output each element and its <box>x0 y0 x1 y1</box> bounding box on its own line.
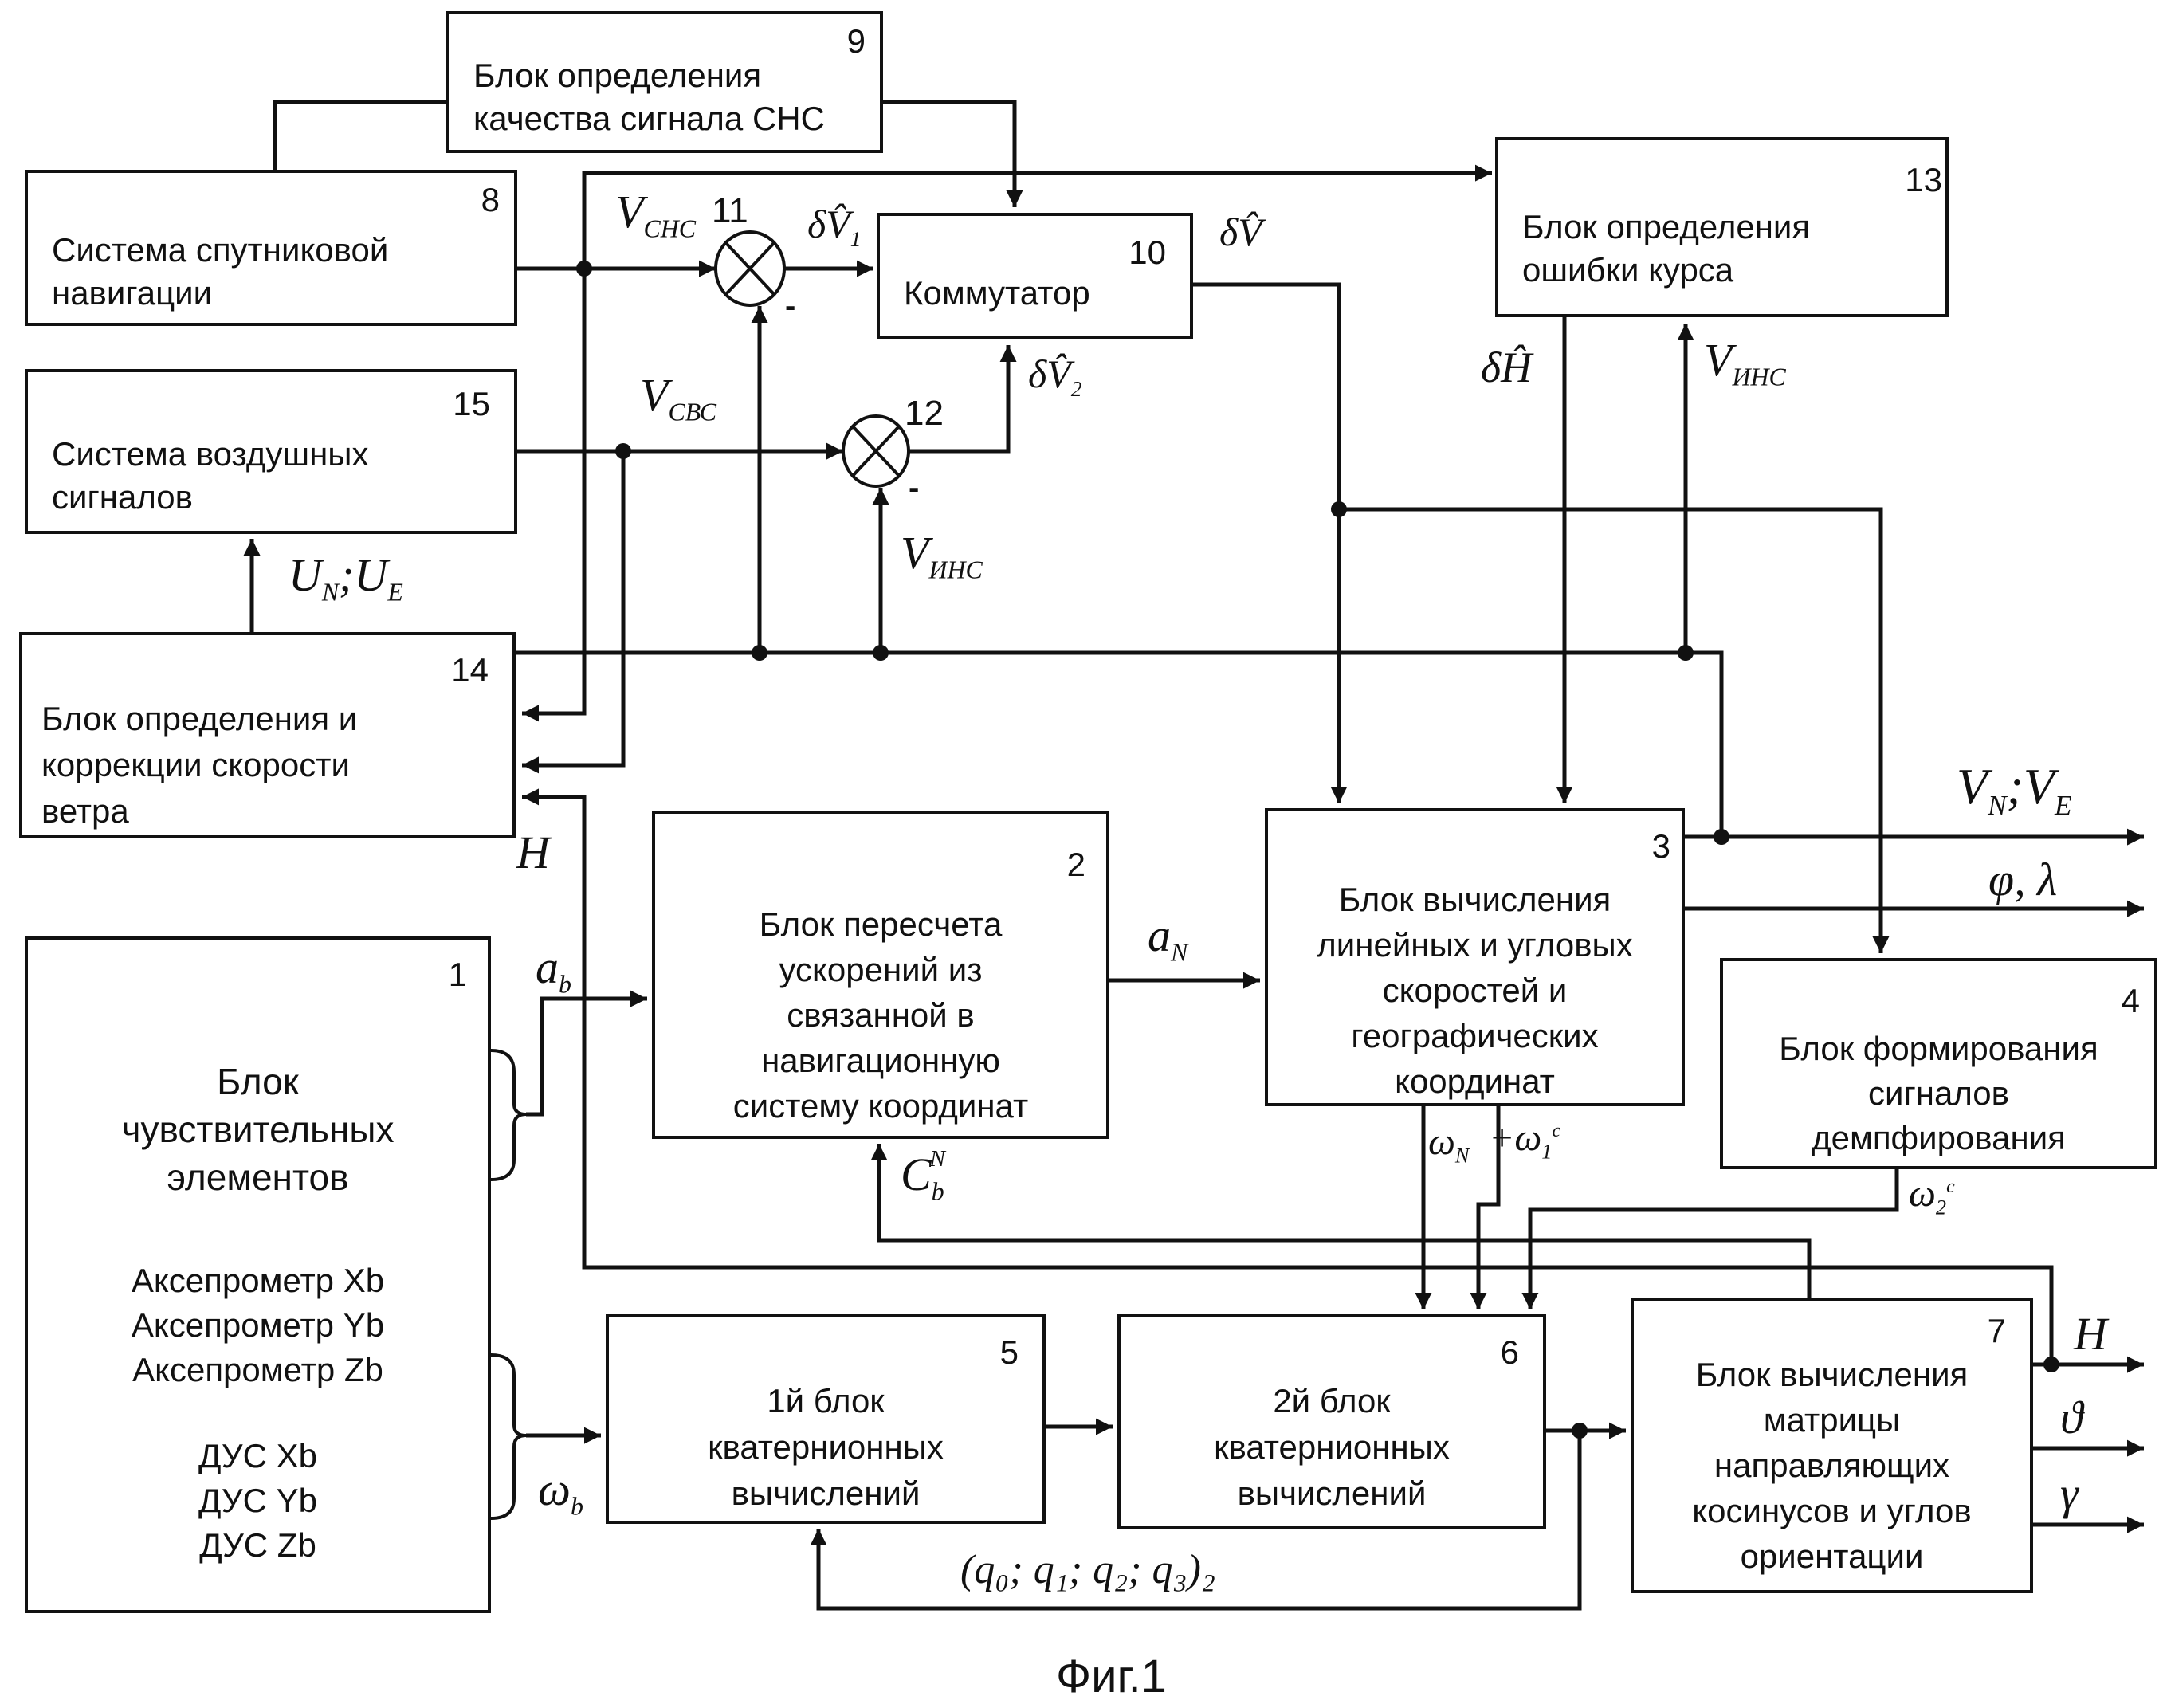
block-number: 15 <box>453 385 490 422</box>
block-2-acceleration-transform: 2 Блок пересчета ускорений из связанной … <box>652 811 1109 1139</box>
wire-omega2-to-6 <box>1521 1169 1899 1309</box>
wire-cbn-to-2 <box>870 1144 1812 1298</box>
label-quaternion: (q₀; q₁; q₂; q₃)₂ <box>960 1547 1215 1592</box>
block-number: 8 <box>481 181 500 218</box>
block-8-satellite-navigation: 8 Система спутниковой навигации <box>25 170 517 326</box>
label-v-ins-13: VИНС <box>1704 334 1786 391</box>
label-v-ins-summator: VИНС <box>901 527 983 584</box>
label-a-n: aN <box>1148 909 1188 967</box>
label-a-b: ab <box>536 941 571 999</box>
block-label: Блок вычисления линейных и угловых скоро… <box>1317 881 1633 1100</box>
block-9-gnss-signal-quality: 9 Блок определения качества сигнала СНС <box>446 11 883 153</box>
block-number: 4 <box>2121 982 2140 1019</box>
block-number: 14 <box>451 651 489 689</box>
wire-dv2-to-10 <box>909 345 1017 454</box>
label-un-ue: UN;UE <box>289 549 403 607</box>
label-dv1: δV̂1 <box>807 202 862 251</box>
block-10-commutator: 10 Коммутатор <box>877 213 1193 339</box>
summator-12-minus: - <box>909 470 920 505</box>
brace-gyros <box>490 1353 527 1520</box>
block-7-direction-cosines: 7 Блок вычисления матрицы направляющих к… <box>1631 1298 2033 1593</box>
label-dv2: δV̂2 <box>1028 351 1082 401</box>
block-label: Блок определения качества сигнала СНС <box>473 57 825 137</box>
block-number: 13 <box>1905 161 1942 198</box>
block-5-first-quaternion: 5 1й блок кватернионных вычислений <box>606 1314 1046 1524</box>
junction-dot <box>1331 501 1347 517</box>
wire-quat-feedback <box>810 1431 1582 1611</box>
label-c-bn: CbN <box>901 1145 945 1206</box>
summator-12-number: 12 <box>905 394 944 433</box>
label-dv: δV̂ <box>1219 210 1262 254</box>
label-omega-b: ωb <box>538 1463 583 1521</box>
summator-11-minus: - <box>785 289 796 324</box>
summator-11 <box>714 230 786 307</box>
block-label: Блок вычисления матрицы направляющих кос… <box>1692 1356 1972 1575</box>
wire-vins-bus <box>516 650 1724 837</box>
junction-dot <box>752 645 767 661</box>
label-v-snc: VСНС <box>615 186 697 243</box>
block-label: Система воздушных сигналов <box>52 435 369 516</box>
label-omega-n: ωN <box>1428 1121 1470 1168</box>
wire-dv-to-4 <box>1339 507 1890 953</box>
wire-dv-to-3 <box>1193 282 1348 803</box>
block-label: 2й блок кватернионных вычислений <box>1214 1382 1450 1512</box>
summator-11-number: 11 <box>712 191 748 230</box>
block-number: 9 <box>846 22 866 60</box>
summator-12 <box>842 414 910 488</box>
junction-dot <box>1678 645 1694 661</box>
block-number: 5 <box>999 1333 1019 1371</box>
label-h-out: H <box>2074 1308 2107 1360</box>
wire-omega1-to-6 <box>1470 1106 1501 1309</box>
block-4-damping-signals: 4 Блок формирования сигналов демпфирован… <box>1720 958 2157 1169</box>
label-v-svc: VСВС <box>640 369 716 426</box>
block-number: 6 <box>1500 1333 1519 1371</box>
label-vn-ve: VN;VE <box>1957 758 2072 821</box>
label-gamma: γ <box>2060 1467 2079 1519</box>
wire-9-to-10 <box>883 100 1023 207</box>
block-label: Блок формирования сигналов демпфирования <box>1779 1030 2098 1156</box>
label-dh: δĤ <box>1481 344 1533 391</box>
wire-vsvc-to-14 <box>522 451 626 774</box>
block-label: Блок определения и коррекции скорости ве… <box>41 700 358 830</box>
block-13-heading-error: 13 Блок определения ошибки курса <box>1495 137 1949 317</box>
block-3-velocity-coordinates: 3 Блок вычисления линейных и угловых ско… <box>1265 808 1685 1106</box>
wire-h-to-14 <box>522 788 2054 1364</box>
figure-caption: Фиг.1 <box>1056 1651 1167 1702</box>
block-number: 2 <box>1066 846 1085 883</box>
label-omega1: +ω1c <box>1489 1117 1561 1164</box>
block-label: Система спутниковой навигации <box>52 231 389 312</box>
block-1-sensor-unit: 1 Блок чувствительных элементов Аксепром… <box>25 936 491 1613</box>
junction-dot <box>2043 1357 2059 1372</box>
junction-dot <box>1572 1423 1588 1439</box>
label-h-in: H <box>516 827 550 878</box>
block-number: 1 <box>448 956 467 993</box>
accelerometer-list: Аксепрометр Xb Аксепрометр Yb Аксепромет… <box>131 1262 385 1388</box>
junction-dot <box>576 261 592 277</box>
block-label: 1й блок кватернионных вычислений <box>708 1382 944 1512</box>
block-label: Блок пересчета ускорений из связанной в … <box>732 905 1029 1125</box>
block-label: Коммутатор <box>904 274 1090 312</box>
block-6-second-quaternion: 6 2й блок кватернионных вычислений <box>1117 1314 1546 1529</box>
junction-dot <box>873 645 889 661</box>
block-title: Блок чувствительных элементов <box>121 1061 395 1198</box>
gyro-list: ДУС Xb ДУС Yb ДУС Zb <box>198 1437 317 1564</box>
label-omega2: ω2c <box>1909 1172 1955 1219</box>
label-phi-lambda: φ, λ <box>1988 854 2058 905</box>
wire-ab-to-2 <box>526 990 647 1117</box>
junction-dot <box>1714 829 1729 845</box>
wire-8-to-9 <box>273 100 446 170</box>
block-15-air-data-system: 15 Система воздушных сигналов <box>25 369 517 534</box>
wire-vsnc-to-13 <box>582 164 1492 269</box>
block-number: 10 <box>1129 234 1166 271</box>
wire-vsnc-to-14 <box>522 269 587 722</box>
brace-accelerometers <box>490 1049 527 1181</box>
junction-dot <box>615 443 631 459</box>
label-theta: ϑ <box>2060 1392 2083 1443</box>
block-number: 7 <box>1987 1312 2006 1349</box>
block-number: 3 <box>1651 827 1670 865</box>
block-label: Блок определения ошибки курса <box>1522 208 1811 289</box>
block-14-wind-speed-correction: 14 Блок определения и коррекции скорости… <box>19 632 516 838</box>
